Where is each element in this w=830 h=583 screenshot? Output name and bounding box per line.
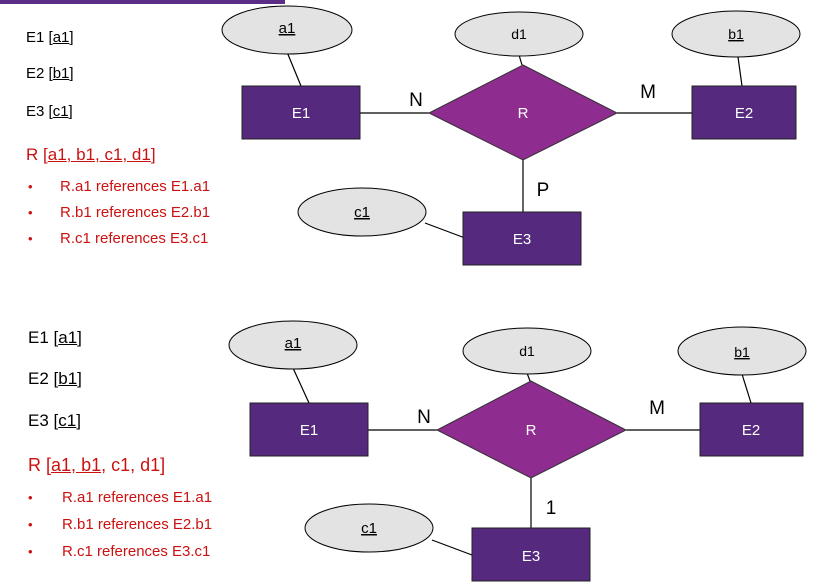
list-item: R.c1 references E3.c1 [26,538,212,565]
relationship-r-label: R [518,105,529,122]
entity-e2 [699,402,804,457]
attribute-c1 [304,503,434,553]
attribute-a1 [228,320,358,370]
entity-e2 [691,85,797,140]
relation-schema: R [a1, b1, c1, d1] [28,455,166,475]
reference-list: R.a1 references E1.a1 R.b1 references E2… [26,484,212,565]
reference-list: R.a1 references E1.a1 R.b1 references E2… [26,174,210,252]
list-item: R.b1 references E2.b1 [26,200,210,226]
entity-e3-label: E3 [522,548,540,565]
relationship-r [435,380,628,479]
connector-lines [292,367,752,556]
entity-e3 [471,527,591,582]
list-item: R.b1 references E2.b1 [26,511,212,538]
attribute-b1-label: b1 [728,26,744,42]
schema-e2: E2 [b1] [28,369,82,388]
cardinality-m: M [649,398,665,419]
entity-e1 [249,402,369,457]
attribute-d1 [462,327,592,375]
entity-e3-label: E3 [513,231,531,248]
attribute-c1-label: c1 [354,204,370,221]
list-item: R.a1 references E1.a1 [26,484,212,511]
title-bar-fragment [0,0,285,4]
entity-e2-label: E2 [742,422,760,439]
connector-lines [286,51,743,239]
cardinality-m: M [640,82,656,103]
attribute-a1-label: a1 [285,335,302,352]
relationship-r [427,64,619,161]
list-item: R.a1 references E1.a1 [26,174,210,200]
attribute-a1 [221,5,353,55]
entity-e1-label: E1 [300,422,318,439]
entity-e1 [241,85,361,140]
relation-schema: R [a1, b1, c1, d1] [26,145,156,164]
entity-e2-label: E2 [735,105,753,122]
cardinality-1: 1 [546,498,557,519]
attribute-d1 [454,11,584,57]
list-item: R.c1 references E3.c1 [26,226,210,252]
entity-e3 [462,211,582,266]
entity-e1-label: E1 [292,105,310,122]
attribute-c1-label: c1 [361,520,377,537]
attribute-a1-label: a1 [279,20,296,37]
attribute-b1 [677,326,807,376]
er-diagram-bottom: a1 d1 b1 c1 E1 E2 E3 R N M 1 [228,320,807,582]
er-diagram-top: a1 d1 b1 c1 E1 E2 E3 R N M P [221,5,801,266]
schema-e3: E3 [c1] [28,411,81,430]
schema-e1: E1 [a1] [26,29,74,46]
attribute-b1 [671,10,801,58]
schema-e2: E2 [b1] [26,65,74,82]
attribute-c1 [297,187,427,237]
attribute-d1-label: d1 [511,26,527,42]
attribute-b1-label: b1 [734,344,750,360]
cardinality-n: N [409,90,423,111]
schema-e1: E1 [a1] [28,328,82,347]
schema-e3: E3 [c1] [26,103,73,120]
relationship-r-label: R [526,422,537,439]
attribute-d1-label: d1 [519,343,535,359]
cardinality-n: N [417,407,431,428]
cardinality-p: P [537,180,550,201]
